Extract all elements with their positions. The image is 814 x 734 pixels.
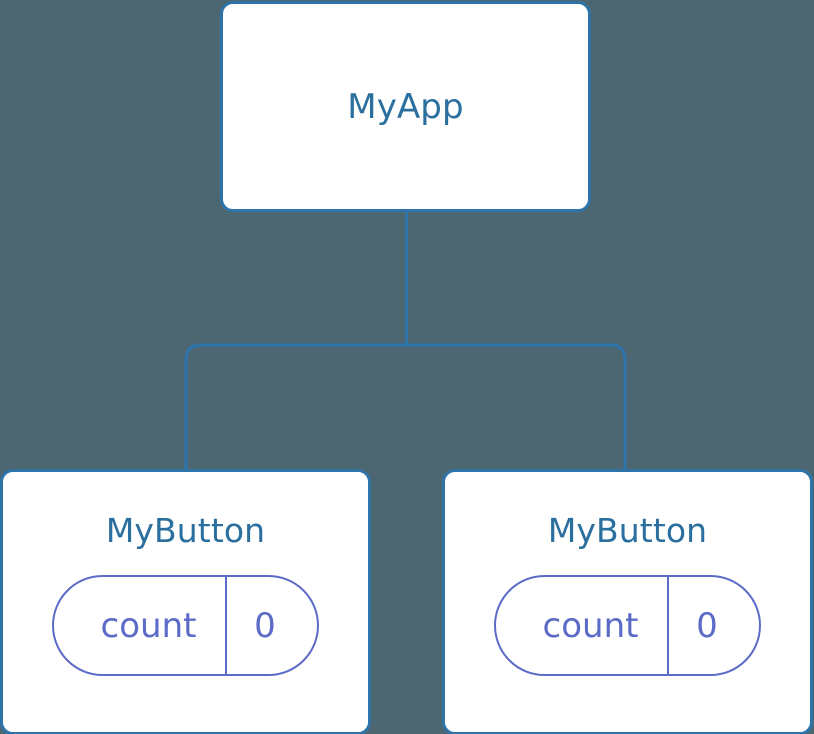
node-child-mybutton-1[interactable]: MyButton count 0 bbox=[0, 469, 371, 734]
edge-to-child-right bbox=[406, 343, 627, 471]
state-key-label: count bbox=[100, 605, 197, 646]
node-child-mybutton-2[interactable]: MyButton count 0 bbox=[442, 469, 813, 734]
state-value-label: 0 bbox=[696, 605, 718, 646]
node-child-label: MyButton bbox=[105, 511, 266, 550]
edge-to-child-left bbox=[184, 343, 407, 471]
state-value-cell: 0 bbox=[669, 577, 759, 674]
state-pill[interactable]: count 0 bbox=[52, 575, 319, 676]
state-pill[interactable]: count 0 bbox=[494, 575, 761, 676]
state-key-cell: count bbox=[496, 577, 669, 674]
node-root-label: MyApp bbox=[347, 86, 464, 127]
state-key-label: count bbox=[542, 605, 639, 646]
node-child-label: MyButton bbox=[547, 511, 708, 550]
state-value-label: 0 bbox=[254, 605, 276, 646]
state-key-cell: count bbox=[54, 577, 227, 674]
node-root-myapp[interactable]: MyApp bbox=[220, 1, 591, 212]
state-value-cell: 0 bbox=[227, 577, 317, 674]
